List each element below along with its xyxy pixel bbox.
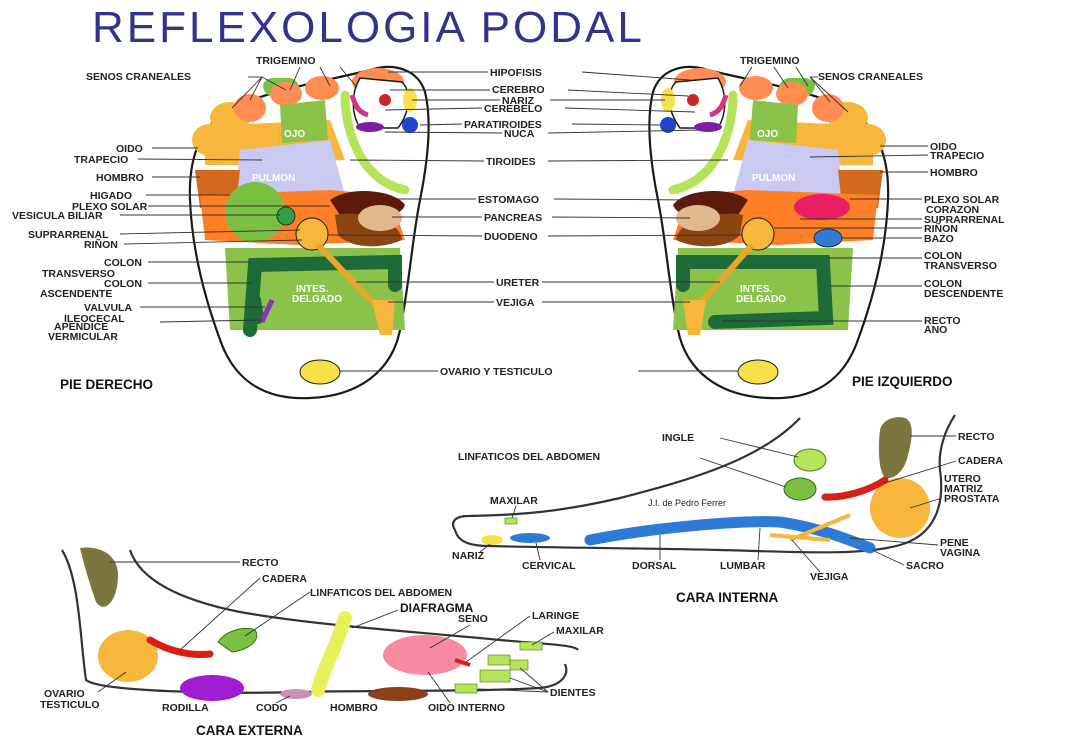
label-rinon-r: RIÑON [84,238,118,251]
label-senos-r: SENOS CRANEALES [86,71,191,83]
label-cadera-ci: CADERA [958,455,1003,467]
label-cerebelo: CEREBELO [484,103,542,115]
label-hombro-ce: HOMBRO [330,702,378,714]
label-sacro-ci: SACRO [906,560,944,572]
label-prostata-ci: PROSTATA [944,493,1000,505]
label-codo-ce: CODO [256,702,288,714]
label-linfaticos-ci: LINFATICOS DEL ABDOMEN [458,451,600,463]
label-colon-t2-l: TRANSVERSO [924,260,997,272]
label-seno-ce: SENO [458,613,488,625]
label-duodeno: DUODENO [484,231,538,243]
label-testiculo-ce: TESTICULO [40,699,100,711]
intes-right-label-2: DELGADO [292,294,342,305]
label-hombro-l: HOMBRO [930,167,978,179]
cara-externa: RECTO CADERA LINFATICOS DEL ABDOMEN DIAF… [40,547,604,738]
author-signature: J.I. de Pedro Ferrer [648,498,726,508]
label-recto-ce: RECTO [242,557,279,569]
right-foot: OJO PULMON INTES. DELGADO [190,67,429,398]
label-oido-interno-ce: OIDO INTERNO [428,702,505,714]
intes-left-label-2: DELGADO [736,294,786,305]
cara-interna: INGLE LINFATICOS DEL ABDOMEN MAXILAR NAR… [452,415,1003,605]
label-nuca: NUCA [504,128,535,140]
label-lumbar-ci: LUMBAR [720,560,766,572]
caption-pie-derecho: PIE DERECHO [60,377,153,392]
pulmon-right-label: PULMON [252,173,295,184]
label-tiroides: TIROIDES [486,156,536,168]
label-vagina-ci: VAGINA [940,547,980,559]
label-colon-d2-l: DESCENDENTE [924,288,1003,300]
label-recto-ci: RECTO [958,431,995,443]
page-title: REFLEXOLOGIA PODAL [92,3,645,52]
label-cervical-ci: CERVICAL [522,560,576,572]
label-cadera-ce: CADERA [262,573,307,585]
label-maxilar-ce: MAXILAR [556,625,604,637]
label-bazo-l: BAZO [924,233,954,245]
ojo-left-label: OJO [757,129,778,140]
label-trapecio-r: TRAPECIO [74,154,128,166]
caption-pie-izquierdo: PIE IZQUIERDO [852,374,953,389]
caption-cara-interna: CARA INTERNA [676,590,778,605]
caption-cara-externa: CARA EXTERNA [196,723,303,738]
label-ingle-ci: INGLE [662,432,694,444]
label-senos-l: SENOS CRANEALES [818,71,923,83]
label-estomago: ESTOMAGO [478,194,539,206]
label-vejiga: VEJIGA [496,297,535,309]
label-colon-a2-r: ASCENDENTE [40,288,112,300]
pulmon-left-label: PULMON [752,173,795,184]
label-trigemino-r: TRIGEMINO [256,55,316,67]
label-ureter: URETER [496,277,540,289]
label-vesicula-r: VESICULA BILIAR [12,210,103,222]
label-maxilar-ci: MAXILAR [490,495,538,507]
label-dientes-ce: DIENTES [550,687,596,699]
label-hipofisis: HIPOFISIS [490,67,542,79]
label-hombro-r: HOMBRO [96,172,144,184]
label-dorsal-ci: DORSAL [632,560,677,572]
left-foot: OJO PULMON INTES. DELGADO [649,67,888,398]
label-nariz-ci: NARIZ [452,550,485,562]
label-apendice2-r: VERMICULAR [48,331,118,343]
label-vejiga-ci: VEJIGA [810,571,849,583]
label-rodilla-ce: RODILLA [162,702,209,714]
label-ano-l: ANO [924,324,947,336]
label-ovario-testiculo: OVARIO Y TESTICULO [440,366,553,378]
label-pancreas: PANCREAS [484,212,542,224]
label-trapecio-l: TRAPECIO [930,150,984,162]
label-trigemino-l: TRIGEMINO [740,55,800,67]
label-linfaticos-ce: LINFATICOS DEL ABDOMEN [310,587,452,599]
ojo-right-label: OJO [284,129,305,140]
label-laringe-ce: LARINGE [532,610,579,622]
